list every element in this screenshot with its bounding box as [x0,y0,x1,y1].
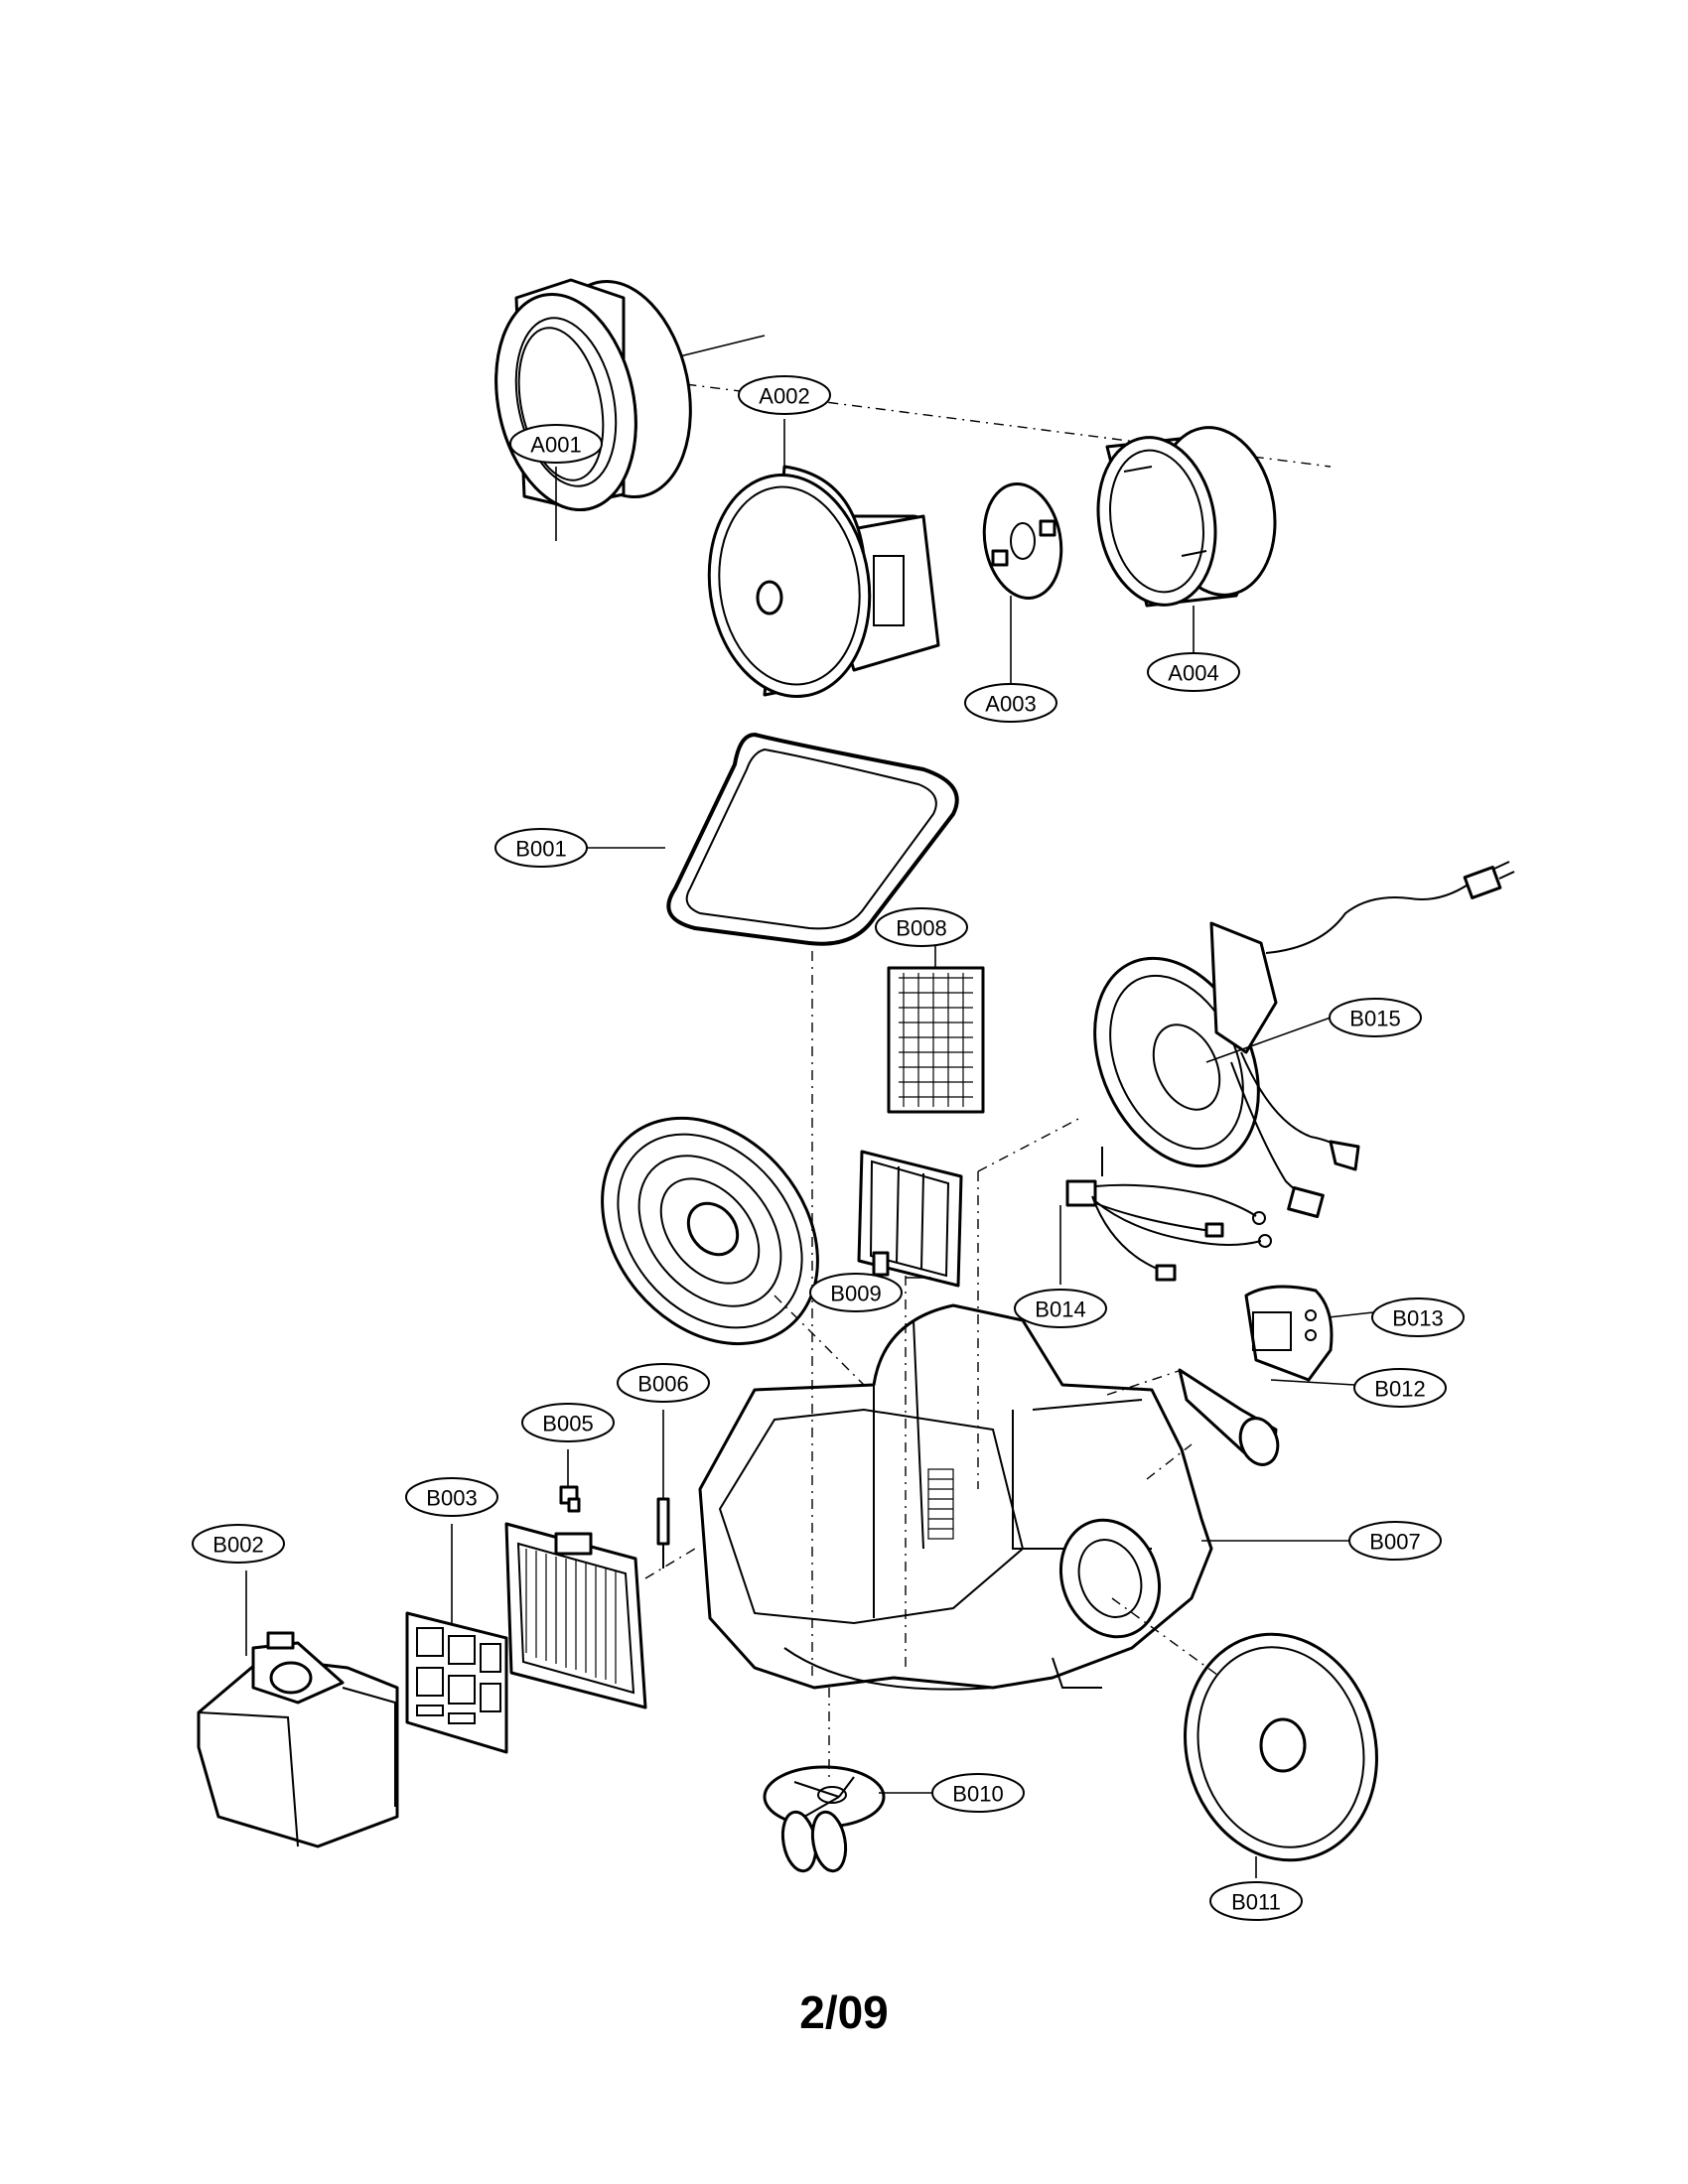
callout-b009-text: B009 [830,1282,881,1306]
callout-b013-text: B013 [1392,1306,1443,1331]
part-b010-caster [763,1765,886,1873]
part-left-wheel [601,1116,819,1346]
part-b012-grip [1178,1368,1280,1466]
part-b014-wire-harness [1065,1147,1272,1282]
callout-b002: B002 [192,1524,285,1564]
callout-b014: B014 [1014,1289,1107,1328]
callout-a001-text: A001 [530,433,581,458]
callout-b006-text: B006 [637,1372,688,1397]
part-b015-cord-reel [1093,861,1515,1219]
part-b005-clip [559,1485,581,1513]
part-b011-wheel [1184,1632,1378,1862]
callout-b011: B011 [1209,1881,1303,1921]
callout-b007: B007 [1348,1521,1442,1561]
callout-b002-text: B002 [212,1533,263,1558]
callout-b010: B010 [931,1773,1025,1813]
part-a003-plate [982,482,1063,600]
callout-a004-text: A004 [1168,661,1218,686]
callout-a002: A002 [738,375,831,415]
callout-b008-text: B008 [896,916,946,941]
part-a001-gasket-ring [494,278,692,512]
callout-a004: A004 [1147,652,1240,692]
callout-a001: A001 [509,424,603,464]
part-b009-filter-frame [857,1150,963,1288]
callout-b015: B015 [1329,998,1422,1037]
callout-b003: B003 [405,1477,498,1517]
part-b008-filter-sheet [887,966,985,1114]
callout-b007-text: B007 [1369,1530,1420,1555]
page-number: 2/09 [799,1986,889,2038]
part-a004-motor-cover [1096,426,1277,608]
leader-lines [245,419,1374,1878]
callout-b001-text: B001 [515,837,566,862]
part-a002-motor [707,465,940,698]
callout-b012: B012 [1353,1368,1447,1408]
part-exhaust-filter [504,1522,647,1709]
callout-b014-text: B014 [1035,1297,1085,1322]
callout-a003-text: A003 [985,692,1036,717]
part-b001-seal-frame [666,733,959,946]
part-b006-pin [656,1497,670,1569]
callout-b005-text: B005 [542,1412,593,1436]
callout-b006: B006 [617,1363,710,1403]
callout-b010-text: B010 [952,1782,1003,1807]
callout-b015-text: B015 [1349,1007,1400,1031]
callout-b012-text: B012 [1374,1377,1425,1402]
part-b013-cover [1244,1285,1334,1382]
callout-b011-text: B011 [1231,1890,1281,1915]
callout-b008: B008 [875,907,968,947]
callout-b003-text: B003 [426,1486,477,1511]
callout-a002-text: A002 [759,384,809,409]
part-b003-grille [405,1611,508,1754]
part-b002-dust-container [197,1631,399,1848]
part-b007-main-body [698,1303,1213,1691]
callout-b005: B005 [521,1403,615,1442]
callout-b009: B009 [809,1273,903,1312]
callout-a003: A003 [964,683,1057,723]
callout-b013: B013 [1371,1297,1465,1337]
callout-b001: B001 [494,828,588,868]
